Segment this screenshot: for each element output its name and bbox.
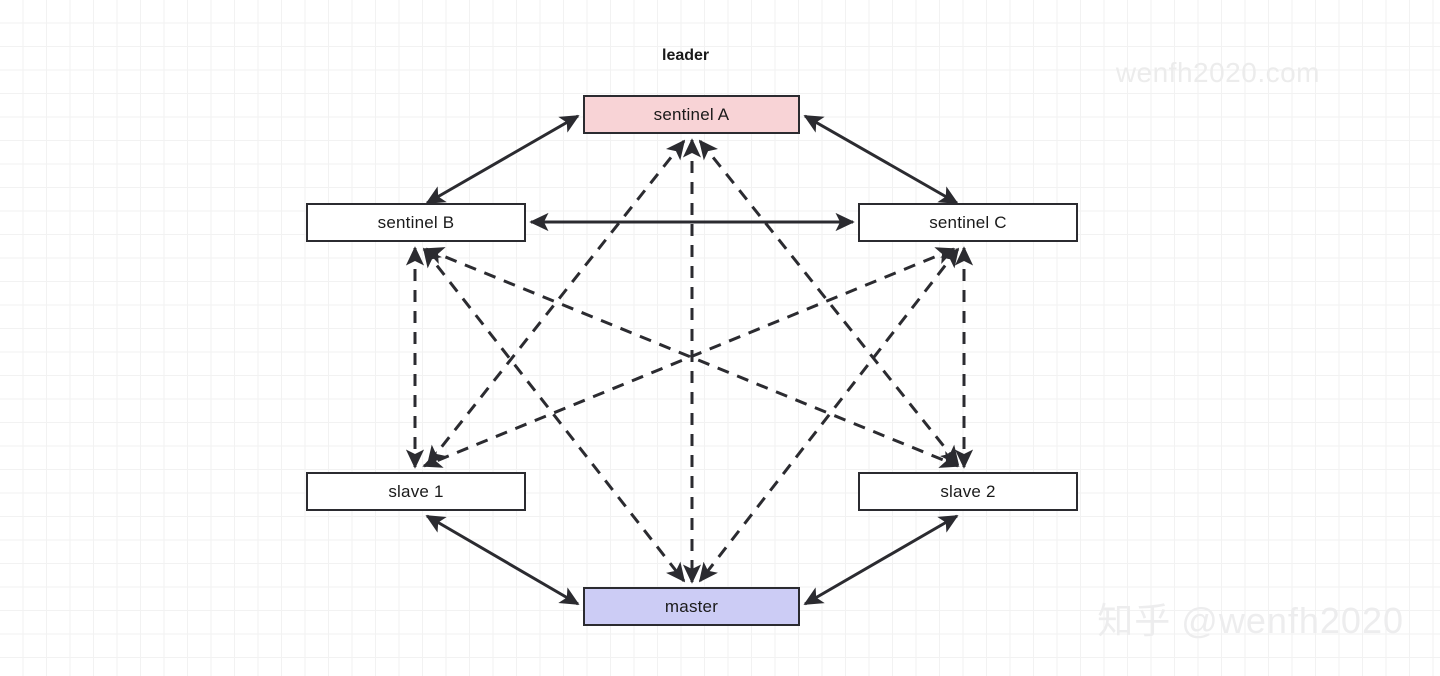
edge-slave-1-to-master xyxy=(425,514,580,606)
edge-sentinel-c-to-master xyxy=(698,247,960,583)
watermark-top-right: wenfh2020.com xyxy=(1115,57,1320,88)
node-label: slave 2 xyxy=(940,481,996,501)
leader-label: leader xyxy=(662,47,710,64)
node-label: slave 1 xyxy=(388,481,444,501)
edge-sentinel-a-to-slave-2 xyxy=(698,139,960,466)
node-master[interactable]: master xyxy=(583,587,800,626)
edge-master-to-slave-2 xyxy=(803,514,959,606)
node-slave-1[interactable]: slave 1 xyxy=(306,472,526,511)
node-slave-2[interactable]: slave 2 xyxy=(858,472,1078,511)
node-sentinel-c[interactable]: sentinel C xyxy=(858,203,1078,242)
node-sentinel-a[interactable]: sentinel A xyxy=(583,95,800,134)
edge-sentinel-b-to-slave-2 xyxy=(424,247,960,468)
edge-sentinel-b-to-master xyxy=(422,247,686,583)
watermark-bottom-right: 知乎@wenfh2020 xyxy=(1097,592,1404,644)
watermark-handle: @wenfh2020 xyxy=(1181,600,1404,641)
edge-sentinel-c-to-slave-1 xyxy=(422,247,956,468)
node-label: sentinel B xyxy=(377,212,455,232)
node-label: sentinel C xyxy=(929,212,1007,232)
node-sentinel-b[interactable]: sentinel B xyxy=(306,203,526,242)
edge-sentinel-a-to-slave-1 xyxy=(426,139,686,466)
node-label: sentinel A xyxy=(653,104,730,124)
edge-sentinel-b-to-sentinel-a xyxy=(425,114,580,205)
watermark-site-name: 知乎 xyxy=(1097,601,1172,642)
node-label: master xyxy=(664,596,719,616)
edge-sentinel-a-to-sentinel-c xyxy=(803,114,959,205)
